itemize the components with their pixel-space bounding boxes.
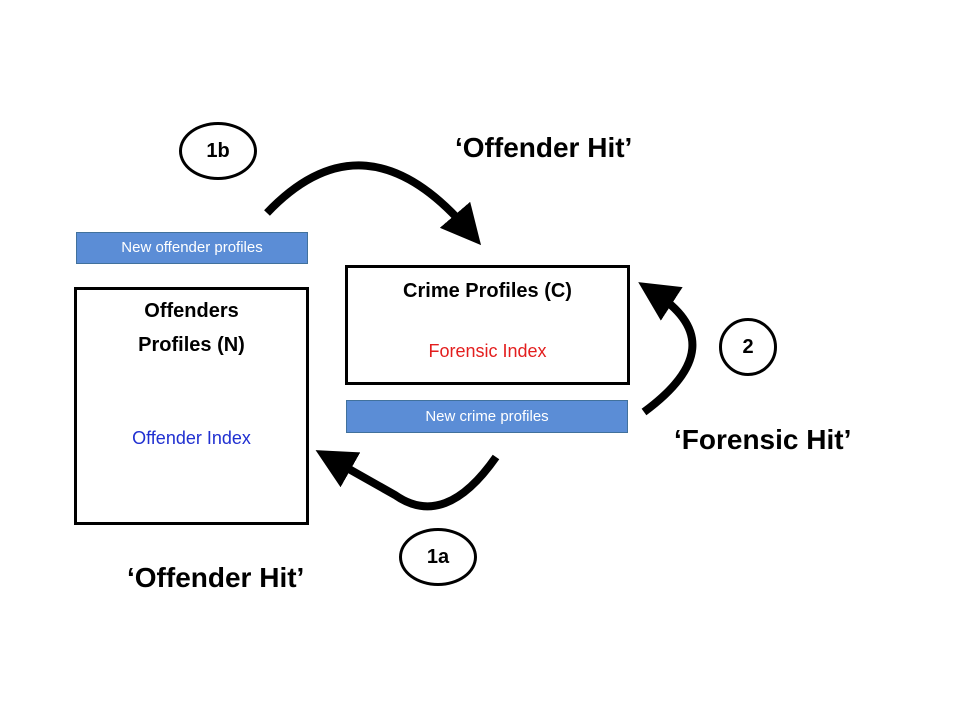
step-1a-circle: 1a bbox=[399, 528, 477, 586]
step-1b-circle: 1b bbox=[179, 122, 257, 180]
offender-hit-top-label: ‘Offender Hit’ bbox=[455, 132, 633, 163]
crime-profiles-box: Crime Profiles (C) Forensic Index bbox=[345, 265, 630, 385]
step-1b-label: 1b bbox=[206, 140, 230, 162]
crime-profiles-title: Crime Profiles (C) bbox=[403, 280, 572, 302]
offenders-profiles-box: Offenders Profiles (N) Offender Index bbox=[74, 287, 309, 525]
offender-hit-bottom-label: ‘Offender Hit’ bbox=[127, 562, 305, 593]
step-1a-label: 1a bbox=[426, 546, 450, 568]
arrow-1a bbox=[315, 450, 500, 511]
arrow-2 bbox=[638, 282, 697, 416]
offenders-profiles-title-line1: Offenders bbox=[144, 300, 239, 322]
step-2-label: 2 bbox=[742, 336, 754, 358]
offender-index-label: Offender Index bbox=[132, 428, 251, 448]
new-offender-profiles-label: New offender profiles bbox=[121, 239, 263, 256]
forensic-index-label: Forensic Index bbox=[428, 341, 547, 361]
new-crime-profiles-label: New crime profiles bbox=[425, 408, 549, 425]
offenders-profiles-title-line2: Profiles (N) bbox=[138, 334, 245, 356]
new-crime-profiles-tag: New crime profiles bbox=[346, 400, 628, 433]
forensic-hit-label: ‘Forensic Hit’ bbox=[674, 424, 852, 455]
new-offender-profiles-tag: New offender profiles bbox=[76, 232, 308, 264]
arrow-1b bbox=[264, 161, 482, 246]
step-2-circle: 2 bbox=[719, 318, 777, 376]
